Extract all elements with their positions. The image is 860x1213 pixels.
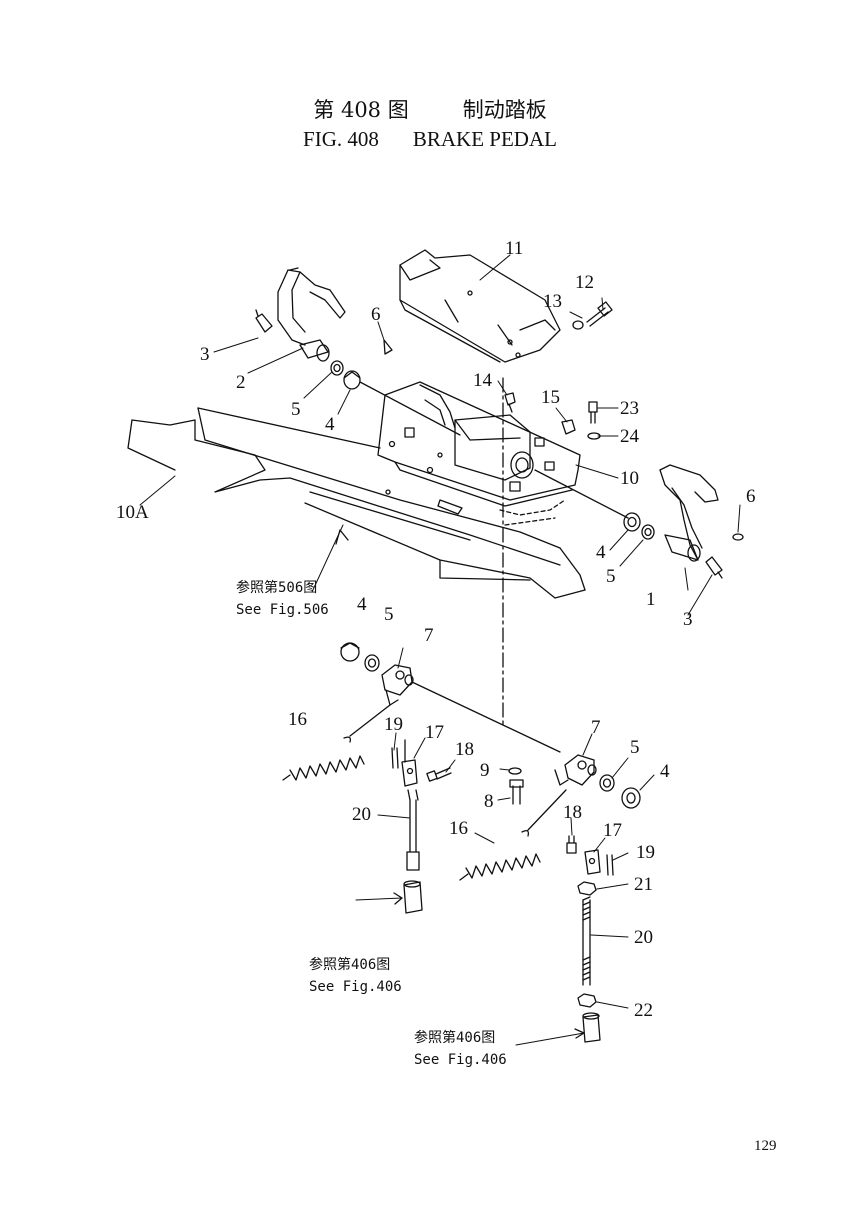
label-22: 22 <box>634 1000 653 1021</box>
label-21: 21 <box>634 874 653 895</box>
label-7-right: 7 <box>591 717 601 738</box>
label-12: 12 <box>575 272 594 293</box>
floor-plate <box>127 407 586 599</box>
bushing-4-top-right <box>623 512 641 532</box>
figure-name-cn: 制动踏板 <box>462 98 547 122</box>
rod-20-right <box>582 896 591 986</box>
connector-right <box>582 1012 601 1043</box>
bushing-4-mid-left <box>340 642 360 662</box>
see-fig-406-right-en: See Fig.406 <box>414 1052 507 1068</box>
see-fig-506-en: See Fig.506 <box>236 602 329 618</box>
bolt-18-right <box>566 835 577 854</box>
label-19-right: 19 <box>636 842 655 863</box>
label-23: 23 <box>620 398 639 419</box>
lever-7-right <box>554 754 597 786</box>
label-19-left: 19 <box>384 714 403 735</box>
bushing-4-top-left <box>343 370 361 390</box>
seal-5-top-right <box>641 524 655 540</box>
seal-5-mid-left <box>364 654 380 672</box>
seal-5-top-left <box>330 360 344 376</box>
label-4-mid-left: 4 <box>357 594 367 615</box>
label-20-right: 20 <box>634 927 653 948</box>
label-6-right: 6 <box>746 486 756 507</box>
grease-fitting-right <box>705 556 723 579</box>
label-5-top-right: 5 <box>606 566 616 587</box>
figure-name-en: BRAKE PEDAL <box>412 127 557 151</box>
pedal-cover <box>399 249 561 363</box>
bolt-14 <box>504 392 516 413</box>
label-11: 11 <box>505 238 523 259</box>
label-2: 2 <box>236 372 246 393</box>
part-number-labels: 1 2 3 3 4 4 4 4 5 5 5 5 6 6 7 7 8 9 10 1… <box>116 238 756 1021</box>
pedal-shaft-axis <box>359 381 461 436</box>
label-4-top-right: 4 <box>596 542 606 563</box>
see-fig-406-left-cn: 参照第406图 <box>309 956 390 973</box>
lever-7-left <box>381 664 414 706</box>
washer-9 <box>508 767 522 775</box>
label-7-left: 7 <box>424 625 434 646</box>
label-3-left: 3 <box>200 344 210 365</box>
right-brake-pedal <box>659 464 719 562</box>
connector-left <box>403 880 423 914</box>
figure-title-chinese: 第 408 图 制动踏板 <box>0 94 860 124</box>
cotter-pin-right <box>732 533 744 541</box>
label-8: 8 <box>484 791 494 812</box>
label-1: 1 <box>646 589 656 610</box>
label-15: 15 <box>541 387 560 408</box>
label-6-left: 6 <box>371 304 381 325</box>
rod-20-left <box>406 789 420 871</box>
label-3-right: 3 <box>683 609 693 630</box>
label-16-left: 16 <box>288 709 307 730</box>
clevis-17-right <box>584 849 601 875</box>
nut-15 <box>561 419 576 435</box>
cotter-pin-left <box>383 339 393 355</box>
label-18-right: 18 <box>563 802 582 823</box>
page-number: 129 <box>754 1138 777 1154</box>
label-17-left: 17 <box>425 722 444 743</box>
bolt-23 <box>588 401 598 424</box>
bushing-4-mid-right <box>621 787 641 809</box>
clevis-17-left <box>401 739 418 787</box>
cross-references: 参照第506图 See Fig.506 参照第406图 See Fig.406 … <box>236 579 507 1068</box>
bolt-12 <box>586 301 613 327</box>
pedal-bracket <box>377 381 581 526</box>
label-4-top-left: 4 <box>325 414 335 435</box>
label-5-mid-left: 5 <box>384 604 394 625</box>
pedal-shaft-axis-right <box>534 469 629 519</box>
label-24: 24 <box>620 426 640 447</box>
figure-number-en: FIG. 408 <box>303 127 379 151</box>
label-9: 9 <box>480 760 490 781</box>
label-17-right: 17 <box>603 820 622 841</box>
return-spring-right <box>459 789 567 881</box>
label-18-left: 18 <box>455 739 474 760</box>
bolt-8 <box>509 779 524 805</box>
figure-title-english: FIG. 408 BRAKE PEDAL <box>0 127 860 152</box>
return-spring-left <box>282 704 391 781</box>
see-fig-506-cn: 参照第506图 <box>236 579 317 596</box>
cross-shaft-line <box>411 681 561 753</box>
seal-5-mid-right <box>599 774 615 792</box>
label-4-mid-right: 4 <box>660 761 670 782</box>
pin-19-left <box>391 747 399 769</box>
label-13: 13 <box>543 291 562 312</box>
see-fig-406-left-en: See Fig.406 <box>309 979 402 995</box>
label-10: 10 <box>620 468 639 489</box>
label-5-mid-right: 5 <box>630 737 640 758</box>
nut-22 <box>577 993 597 1008</box>
leader-lines <box>139 254 741 1046</box>
washer-13 <box>572 320 584 330</box>
label-14: 14 <box>473 370 493 391</box>
pin-19-right <box>606 854 614 876</box>
figure-number-cn: 第 408 图 <box>313 98 409 122</box>
see-fig-406-right-cn: 参照第406图 <box>414 1029 495 1046</box>
label-5-top-left: 5 <box>291 399 301 420</box>
label-16-right: 16 <box>449 818 468 839</box>
label-20-left: 20 <box>352 804 371 825</box>
left-brake-pedal <box>277 267 346 362</box>
grease-fitting-left <box>255 309 273 333</box>
label-10A: 10A <box>116 502 149 523</box>
nut-21 <box>577 881 597 896</box>
